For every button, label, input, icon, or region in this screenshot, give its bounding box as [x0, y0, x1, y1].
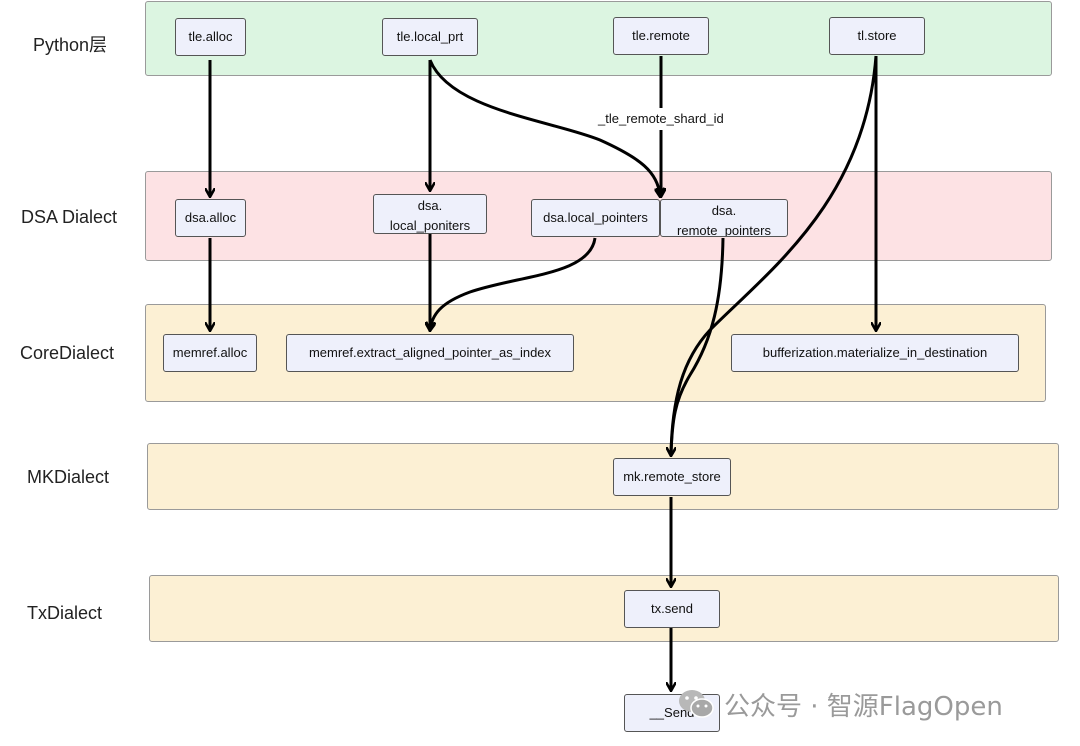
node-tle-alloc[interactable]: tle.alloc [175, 18, 246, 56]
node-dsa-local-poniters[interactable]: dsa. local_poniters [373, 194, 487, 234]
edge-tle-local-prt-to-dsa-remote [428, 59, 660, 196]
edge-dsa-remote-to-mk-remote-store [671, 237, 725, 455]
edge-tl-store-to-mk-remote-store [671, 55, 878, 455]
edge-dsa-local-pointers-to-memref-extract [430, 237, 597, 330]
edge-label-remote-shard-id: _tle_remote_shard_id [596, 111, 726, 126]
wechat-icon [676, 684, 716, 724]
node-dsa-alloc[interactable]: dsa.alloc [175, 199, 246, 237]
node-mk-remote-store[interactable]: mk.remote_store [613, 458, 731, 496]
lane-tx-dialect [149, 575, 1059, 642]
node-tx-send[interactable]: tx.send [624, 590, 720, 628]
watermark: 公众号 · 智源FlagOpen [676, 684, 1003, 724]
node-tle-local-prt[interactable]: tle.local_prt [382, 18, 478, 56]
lane-label-python: Python层 [33, 35, 108, 55]
lane-label-mk: MKDialect [27, 467, 110, 487]
node-dsa-local-pointers[interactable]: dsa.local_pointers [531, 199, 660, 237]
node-memref-alloc[interactable]: memref.alloc [163, 334, 257, 372]
node-tle-remote[interactable]: tle.remote [613, 17, 709, 55]
lane-label-core: CoreDialect [20, 343, 115, 363]
lane-label-dsa: DSA Dialect [21, 207, 118, 227]
watermark-text: 公众号 · 智源FlagOpen [724, 691, 1003, 722]
node-tl-store[interactable]: tl.store [829, 17, 925, 55]
node-bufferization[interactable]: bufferization.materialize_in_destination [731, 334, 1019, 372]
node-dsa-remote-pointers[interactable]: dsa. remote_pointers [660, 199, 788, 237]
lane-label-tx: TxDialect [27, 603, 103, 623]
lane-mk-dialect [147, 443, 1059, 510]
node-memref-extract[interactable]: memref.extract_aligned_pointer_as_index [286, 334, 574, 372]
